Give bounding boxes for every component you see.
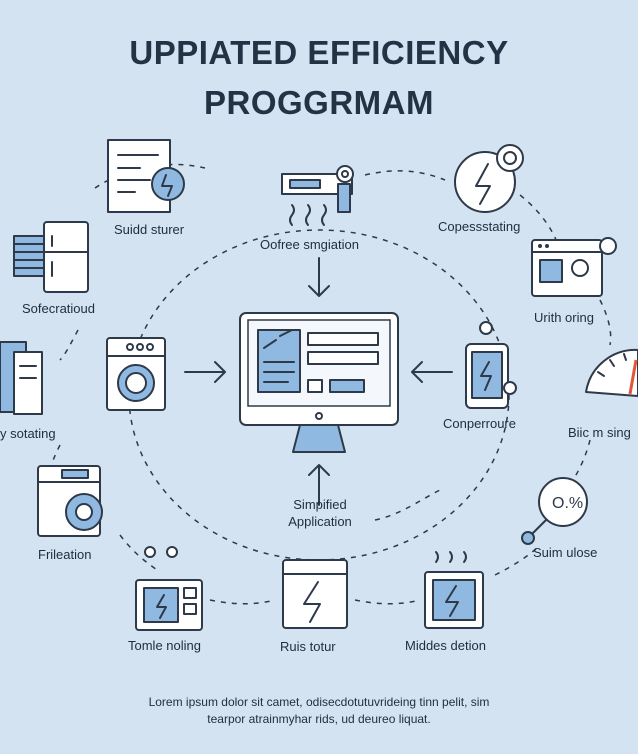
arrow-right-icon	[184, 361, 226, 383]
node-label-4: Sofecratioud	[22, 301, 95, 316]
footer-line-2: tearpor atrainmyhar rids, ud deureo liqu…	[207, 712, 431, 726]
microwave-icon	[135, 546, 203, 631]
computer-monitor-icon	[239, 312, 399, 453]
node-label-7: Conperroure	[443, 416, 516, 431]
power-panel-icon	[282, 559, 348, 629]
oven-timer-icon	[37, 465, 103, 537]
node-label-9: Frileation	[38, 547, 92, 562]
node-label-10: Suim ulose	[533, 545, 598, 560]
title-line-2: PROGGRMAM	[204, 84, 434, 121]
refrigerator-icon	[13, 221, 89, 293]
footer-line-1: Lorem ipsum dolor sit camet, odisecdotut…	[148, 695, 490, 709]
footer-text: Lorem ipsum dolor sit camet, odisecdotut…	[40, 694, 598, 728]
node-label-2: Oofree smgiation	[260, 237, 359, 252]
center-label: Simpified Application	[250, 496, 390, 530]
document-gauge-icon	[107, 139, 185, 213]
center-label-line-2: Application	[288, 514, 352, 529]
percentage-search-icon: O.%	[521, 477, 588, 545]
washing-machine-icon	[106, 337, 166, 411]
energy-tablet-icon	[424, 551, 484, 629]
node-label-13: Middes detion	[405, 638, 486, 653]
smartphone-icon	[465, 321, 517, 409]
arrows	[184, 257, 453, 506]
node-label-12: Ruis totur	[280, 639, 336, 654]
node-label-1: Suidd sturer	[114, 222, 185, 237]
svg-text:O.%: O.%	[552, 495, 583, 512]
node-label-11: Tomle noling	[128, 638, 201, 653]
energy-gear-icon	[454, 144, 524, 213]
gauge-meter-icon	[585, 348, 638, 397]
control-panel-icon	[531, 237, 617, 297]
node-label-6: y sotating	[0, 426, 56, 441]
arrow-up-icon	[308, 464, 330, 506]
center-label-line-1: Simpified	[293, 497, 347, 512]
node-label-5: Urith oring	[534, 310, 594, 325]
title-line-1: UPPIATED EFFICIENCY	[129, 34, 509, 71]
cabinet-icon	[0, 341, 43, 415]
node-label-3: Copessstating	[438, 219, 521, 234]
air-conditioner-icon	[281, 165, 354, 226]
node-label-8: Biic m sing	[568, 425, 631, 440]
arrow-left-icon	[411, 361, 453, 383]
arrow-down-icon	[308, 257, 330, 297]
